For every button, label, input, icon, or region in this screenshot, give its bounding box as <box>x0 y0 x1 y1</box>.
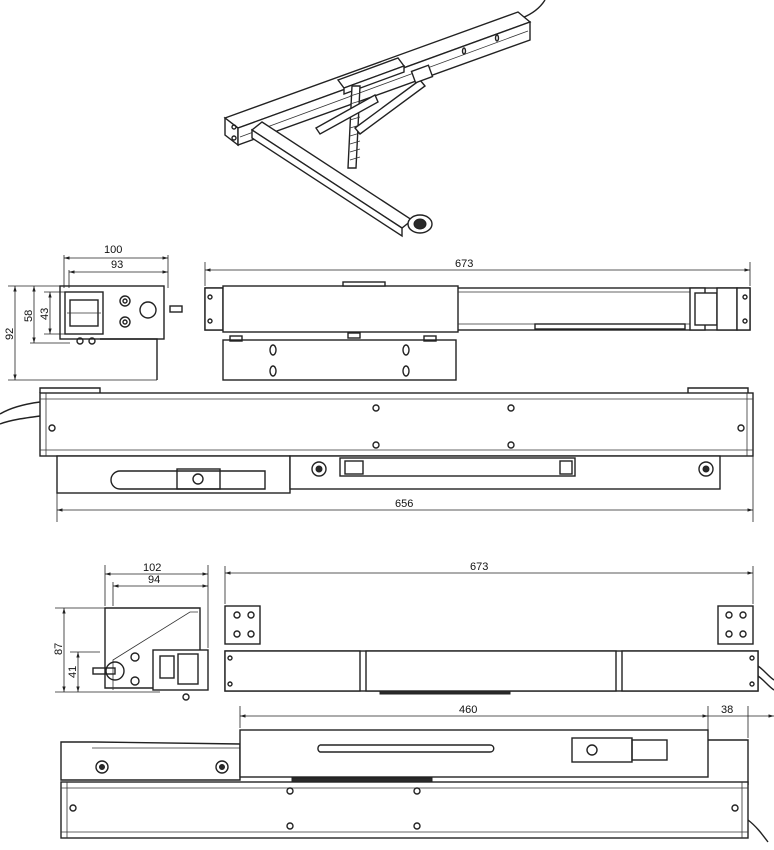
dim-end-height-inner: 43 <box>39 308 51 320</box>
dim-end-width-outer-b: 102 <box>143 562 161 574</box>
dim-end-height-total: 92 <box>4 328 16 340</box>
iso-spindle <box>314 64 434 169</box>
iso-arm <box>250 121 433 238</box>
dim-end-height-total-b: 87 <box>53 643 65 655</box>
view-a-top: 673 <box>204 258 751 381</box>
view-b-top: 673 <box>224 561 774 695</box>
dim-end-height-inner-b: 41 <box>67 666 79 678</box>
dim-top-length-a: 673 <box>455 258 473 270</box>
dim-end-width-outer: 100 <box>104 244 122 256</box>
dim-side-length-a: 656 <box>395 498 413 510</box>
isometric-view <box>223 0 546 238</box>
dim-side-offset-b: 38 <box>721 704 733 716</box>
dim-end-width-inner-b: 94 <box>148 574 160 586</box>
dim-end-height-mid: 58 <box>23 310 35 322</box>
view-b-end: 102 94 87 41 <box>53 562 209 701</box>
dim-top-length-b: 673 <box>470 561 488 573</box>
view-b-side: 460 38 <box>60 704 774 843</box>
dim-side-stroke-b: 460 <box>459 704 477 716</box>
view-a-end: 100 93 92 58 43 <box>4 244 183 381</box>
view-a-side: 656 <box>0 387 754 522</box>
iso-main-bar <box>223 11 532 147</box>
dim-end-width-inner: 93 <box>111 259 123 271</box>
